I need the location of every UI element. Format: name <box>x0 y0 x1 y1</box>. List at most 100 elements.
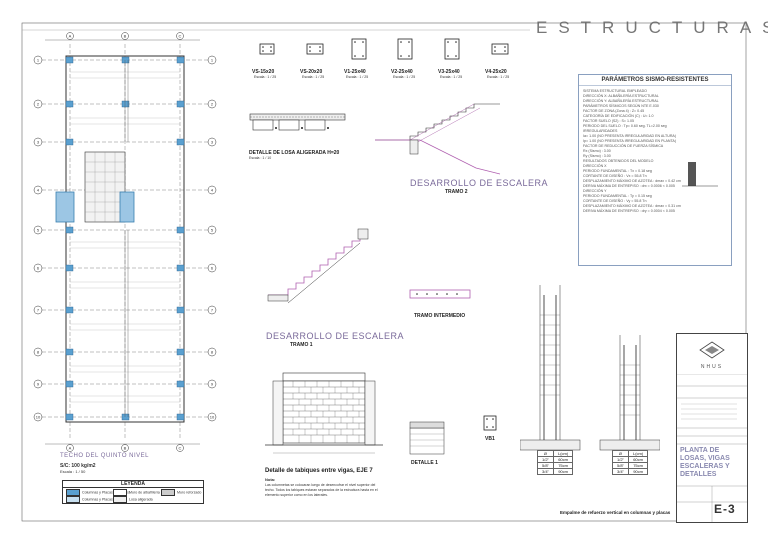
soil-profile-diagram <box>682 162 718 187</box>
stair-tramo1-subtitle: TRAMO 1 <box>290 342 313 348</box>
detail-1-drawing <box>409 421 445 455</box>
axis-label-row: 9 <box>211 382 214 387</box>
slab-detail-scale: Escala : 1 / 10 <box>249 156 272 160</box>
parameter-line: FACTOR DE ZONA (Zona 4) : Z= 0.45 <box>583 109 645 113</box>
beam-sections <box>259 38 509 60</box>
beam-label: V2-25x40 <box>391 69 413 75</box>
axis-label-row: 5 <box>211 228 214 233</box>
axis-label-row: 10 <box>210 415 215 420</box>
title-block: NHUS PLANTA DE LOSAS, VIGAS ESCALERAS Y … <box>676 333 748 523</box>
parameter-line: DIRECCIÓN X <box>583 164 607 168</box>
plan-load: S/C: 100 kg/m2 <box>60 463 96 469</box>
legend-item: Columnas y Placas existentes <box>66 489 130 496</box>
parameter-line: CATEGORÍA DE EDIFICACIÓN (C) : U= 1.0 <box>583 114 654 118</box>
landing-section <box>409 289 471 299</box>
axis-label-col: C <box>179 34 182 39</box>
legend-swatch <box>66 489 80 496</box>
beam-label: VS-20x20 <box>300 69 323 75</box>
parameter-line: Ip= 1.00 (NO PRESENTA IRREGULARIDAD EN P… <box>583 139 677 143</box>
beam-scale: Escala : 1 / 25 <box>346 75 369 79</box>
axis-label-col: C <box>179 446 182 451</box>
parameter-line: FACTOR SUELO (S2) : S= 1.05 <box>583 119 634 123</box>
beam-scale: Escala : 1 / 25 <box>254 75 277 79</box>
parameter-line: PARÁMETROS SÍSMICOS SEGÚN NTE E.030 <box>583 104 659 108</box>
parameter-line: DIRECCIÓN Y <box>583 189 607 193</box>
parameter-line: RESULTADOS OBTENIDOS DEL MODELO <box>583 159 654 163</box>
partition-note-title: Nota: <box>265 477 276 482</box>
plan-title: TECHO DEL QUINTO NIVEL <box>60 453 150 459</box>
parameter-line: PERIODO FUNDAMENTAL : Tx = 0.18 seg <box>583 169 652 173</box>
axis-label-row: 10 <box>36 415 41 420</box>
legend: LEYENDA Columnas y Placas existentes Col… <box>62 480 204 504</box>
slab-detail-title: DETALLE DE LOSA ALIGERADA H=20 <box>249 150 340 156</box>
legend-title: LEYENDA <box>63 481 203 488</box>
partition-detail-title: Detalle de tabiques entre vigas, EJE 7 <box>265 468 373 474</box>
drawing-title: PLANTA DE LOSAS, VIGAS ESCALERAS Y DETAL… <box>680 447 730 478</box>
legend-item: Muro reforzado <box>161 489 201 496</box>
slab-detail <box>249 113 346 131</box>
vb1-title: VB1 <box>485 436 495 442</box>
plan-scale: Escala : 1 / 50 <box>60 469 86 474</box>
logo-text: NHUS <box>700 364 724 370</box>
parameter-line: Ia= 1.00 (NO PRESENTA IRREGULARIDAD EN A… <box>583 134 677 138</box>
parameter-line: PERIODO DEL SUELO : Tp= 0.60 seg. TL=2.0… <box>583 124 667 128</box>
stair-tramo2-subtitle: TRAMO 2 <box>445 189 468 195</box>
axis-label-row: 3 <box>37 140 40 145</box>
parameter-line: Rx (Sismo) : 3.00 <box>583 149 611 153</box>
legend-swatch <box>113 489 127 496</box>
parameter-line: Ry (Sismo) : 3.00 <box>583 154 611 158</box>
partition-wall-detail <box>265 372 383 454</box>
axis-label-row: 3 <box>211 140 214 145</box>
beam-label: V3-25x40 <box>438 69 460 75</box>
company-logo <box>699 341 725 359</box>
legend-item: Losa aligerada <box>113 496 153 503</box>
axis-label-row: 4 <box>211 188 214 193</box>
parameter-line: SISTEMA ESTRUCTURAL EMPLEADO <box>583 89 647 93</box>
axis-label-col: A <box>69 34 72 39</box>
stair-tramo1-title: DESARROLLO DE ESCALERA <box>266 331 405 341</box>
axis-label-row: 2 <box>211 102 214 107</box>
parameter-line: DERIVA MÁXIMA DE ENTREPISO : drx = 0.000… <box>583 184 675 188</box>
axis-label-row: 5 <box>37 228 40 233</box>
seismic-parameters-panel: PARÁMETROS SISMO-RESISTENTES SISTEMA EST… <box>578 74 732 266</box>
parameter-line: IRREGULARIDADES <box>583 129 618 133</box>
detail-1-title: DETALLE 1 <box>411 460 438 466</box>
axis-label-row: 6 <box>37 266 40 271</box>
parameter-line: CORTANTE DE DISEÑO : Vy = 55.8 Tn <box>583 199 647 203</box>
axis-label-row: 7 <box>211 308 214 313</box>
partition-note-body: Las columnetas se colocaran luego de des… <box>265 483 378 497</box>
parameter-line: PERIODO FUNDAMENTAL : Ty = 0.15 seg <box>583 194 652 198</box>
parameter-line: CORTANTE DE DISEÑO : Vx = 55.8 Tn <box>583 174 647 178</box>
parameter-line: DIRECCIÓN Y: ALBAÑILERÍA ESTRUCTURAL <box>583 99 659 103</box>
stair-tramo2-title: DESARROLLO DE ESCALERA <box>410 178 549 188</box>
legend-swatch <box>113 496 127 503</box>
parameter-line: DESPLAZAMIENTO MÁXIMO DE AZOTEA : dmax =… <box>583 179 681 183</box>
axis-label-col: B <box>124 34 127 39</box>
parameter-line: FACTOR DE REDUCCIÓN DE FUERZA SÍSMICA <box>583 144 664 148</box>
axis-label-row: 9 <box>37 382 40 387</box>
beam-label: V1-25x40 <box>344 69 366 75</box>
legend-item: Muro de albañilería <box>113 489 160 496</box>
axis-label-row: 8 <box>37 350 40 355</box>
axis-label-row: 1 <box>37 58 40 63</box>
stair-section-tramo1 <box>267 228 369 304</box>
beam-label: V4-25x20 <box>485 69 507 75</box>
column-splice-details <box>520 285 660 451</box>
axis-label-row: 2 <box>37 102 40 107</box>
stair-section-tramo2 <box>375 103 501 175</box>
vb1-section <box>483 415 497 431</box>
sheet-code: E-3 <box>714 502 736 516</box>
axis-label-col: A <box>69 446 72 451</box>
beam-scale: Escala : 1 / 25 <box>487 75 510 79</box>
beam-scale: Escala : 1 / 25 <box>302 75 325 79</box>
axis-label-row: 8 <box>211 350 214 355</box>
axis-label-row: 1 <box>211 58 214 63</box>
parameter-line: DIRECCIÓN X: ALBAÑILERÍA ESTRUCTURAL <box>583 94 659 98</box>
parameter-line: DESPLAZAMIENTO MÁXIMO DE AZOTEA : dmax =… <box>583 204 681 208</box>
